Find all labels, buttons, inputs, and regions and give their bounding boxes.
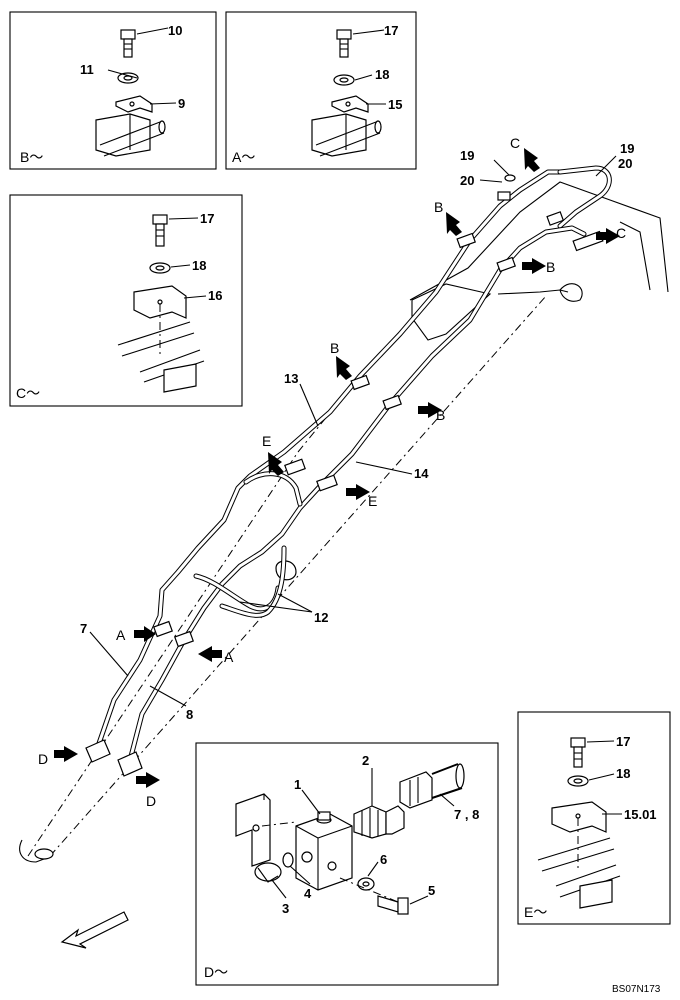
part-label-18c: 18 — [192, 258, 206, 273]
part-label-1: 1 — [294, 777, 301, 792]
view-title-e: E～ — [524, 904, 547, 920]
part-label-17a: 17 — [384, 23, 398, 38]
view-letter-d1: D — [38, 751, 48, 767]
boom-arm-outline — [19, 181, 669, 863]
view-title-d: D～ — [204, 964, 228, 980]
view-title-b: B～ — [20, 149, 43, 165]
hose-clamps — [85, 191, 604, 777]
view-title-a: A～ — [232, 149, 255, 165]
part-label-19a: 19 — [460, 148, 474, 163]
part-label-18a: 18 — [375, 67, 389, 82]
part-label-6: 6 — [380, 852, 387, 867]
part-label-8: 8 — [186, 707, 193, 722]
view-letter-a1: A — [116, 627, 126, 643]
drawing-code: BS07N173 — [612, 984, 661, 995]
part-label-13: 13 — [284, 371, 298, 386]
part-label-3: 3 — [282, 901, 289, 916]
part-label-9: 9 — [178, 96, 185, 111]
part-label-16: 16 — [208, 288, 222, 303]
view-letter-b2: B — [546, 259, 555, 275]
view-letter-d2: D — [146, 793, 156, 809]
detail-box-d: 1 2 3 4 5 6 7 , 8 D～ — [195, 742, 499, 986]
view-arrows: A A B B B B C C D D E E — [38, 135, 626, 809]
detail-box-a: 17 18 15 A～ — [225, 11, 417, 170]
part-label-20a: 20 — [460, 173, 474, 188]
part-label-10: 10 — [168, 23, 182, 38]
part-label-17e: 17 — [616, 734, 630, 749]
detail-box-b: 10 11 9 B～ — [9, 11, 217, 170]
part-label-14: 14 — [414, 466, 429, 481]
part-label-7: 7 — [80, 621, 87, 636]
part-label-2: 2 — [362, 753, 369, 768]
part-label-15-01: 15.01 — [624, 807, 657, 822]
part-label-15: 15 — [388, 97, 402, 112]
view-letter-b4: B — [436, 407, 445, 423]
front-direction-arrow — [60, 911, 129, 949]
part-label-12: 12 — [314, 610, 328, 625]
part-label-5: 5 — [428, 883, 435, 898]
part-label-4: 4 — [304, 886, 312, 901]
view-letter-c2: C — [616, 225, 626, 241]
detail-box-e: 17 18 15.01 E～ — [517, 711, 671, 925]
part-label-19b: 19 — [620, 141, 634, 156]
view-letter-a2: A — [224, 649, 234, 665]
view-letter-e2: E — [368, 493, 377, 509]
view-letter-c1: C — [510, 135, 520, 151]
view-letter-b1: B — [434, 199, 443, 215]
part-label-17c: 17 — [200, 211, 214, 226]
hose-13 — [93, 165, 612, 755]
view-title-c: C～ — [16, 385, 40, 401]
view-letter-e1: E — [262, 433, 271, 449]
part-label-7-8: 7 , 8 — [454, 807, 479, 822]
part-label-20b: 20 — [618, 156, 632, 171]
part-label-11: 11 — [80, 62, 94, 77]
part-label-18e: 18 — [616, 766, 630, 781]
main-part-labels: 13 14 12 7 8 19 20 19 20 — [80, 141, 634, 722]
view-letter-b3: B — [330, 340, 339, 356]
detail-box-c: 17 18 16 C～ — [9, 194, 243, 407]
